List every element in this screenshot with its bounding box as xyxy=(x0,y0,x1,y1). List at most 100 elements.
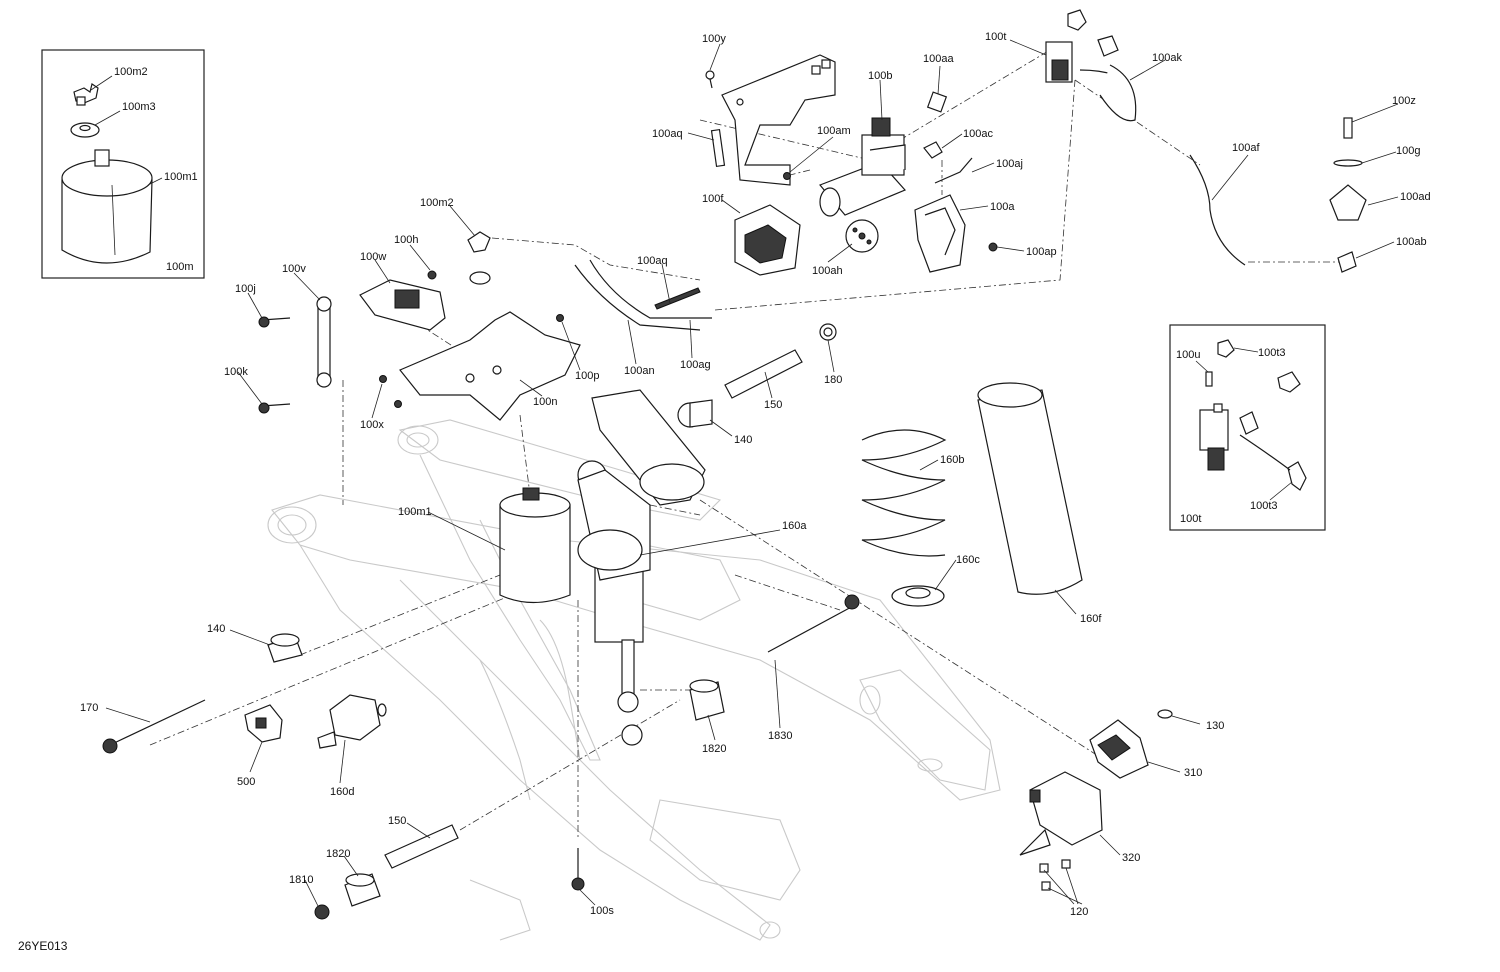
shock-absorber-assembly xyxy=(499,389,706,746)
callout-100w: 100w xyxy=(360,251,386,263)
leader-lines xyxy=(90,39,1399,907)
shock-body-160a xyxy=(577,460,651,746)
clips-120 xyxy=(1039,859,1071,891)
nut-100m3-inset xyxy=(70,122,100,138)
sleeve-100aq-2 xyxy=(654,287,701,310)
sensor-100w xyxy=(359,279,446,331)
bolt-100p xyxy=(556,314,564,322)
inset-box-100m xyxy=(41,49,205,279)
rivet-130 xyxy=(1157,709,1173,719)
bracket-100y xyxy=(721,54,836,186)
assembly-lines xyxy=(149,49,1345,840)
callout-100t: 100t xyxy=(985,31,1006,43)
callout-100am: 100am xyxy=(817,125,851,137)
callout-100j: 100j xyxy=(235,283,256,295)
bolt-100y xyxy=(705,70,715,89)
callout-100af: 100af xyxy=(1232,142,1260,154)
callout-100aj: 100aj xyxy=(996,158,1023,170)
callout-150-top: 150 xyxy=(764,399,782,411)
filter-100ah xyxy=(845,219,879,253)
fitting-100t3-bottom-inset xyxy=(1239,411,1307,491)
bracket-100n xyxy=(399,311,581,421)
callout-100b: 100b xyxy=(868,70,892,82)
elbow-100m2 xyxy=(467,231,491,285)
reservoir-100m1 xyxy=(499,487,571,604)
callout-160a: 160a xyxy=(782,520,807,532)
callout-100g: 100g xyxy=(1396,145,1420,157)
linkage-upper xyxy=(258,231,712,421)
fitting-100aa xyxy=(926,91,948,113)
screw-100u-inset xyxy=(1205,371,1213,387)
bolt-1830 xyxy=(767,594,860,653)
spring-160b xyxy=(861,429,947,557)
callout-100m2-main: 100m2 xyxy=(420,197,454,209)
fitting-100ac xyxy=(923,141,943,159)
valve-body-100t-inset xyxy=(1199,403,1229,471)
callout-100ad: 100ad xyxy=(1400,191,1431,203)
callout-100n: 100n xyxy=(533,396,557,408)
motor-100b xyxy=(819,117,907,217)
fitting-100t3-top-inset xyxy=(1217,339,1301,393)
sleeve-100aq xyxy=(710,128,726,168)
callout-100p: 100p xyxy=(575,370,599,382)
callout-100aa: 100aa xyxy=(923,53,954,65)
callout-160b: 160b xyxy=(940,454,964,466)
sleeve-160f xyxy=(977,382,1083,595)
bracket-320 xyxy=(1019,771,1103,856)
callout-160f: 160f xyxy=(1080,613,1102,625)
bushing-1820-bottom xyxy=(344,873,381,907)
hose-100af xyxy=(1189,154,1246,266)
tube-150-bottom xyxy=(384,824,459,869)
nut-100h xyxy=(427,270,437,280)
bolt-100j xyxy=(258,316,291,328)
callout-160c: 160c xyxy=(956,554,980,566)
callout-100t3-top: 100t3 xyxy=(1258,347,1286,359)
bracket-rods-100an xyxy=(574,259,712,331)
callout-150-bottom: 150 xyxy=(388,815,406,827)
guard-310 xyxy=(1089,719,1149,779)
callout-130: 130 xyxy=(1206,720,1224,732)
elbow-fitting-100m2-inset xyxy=(73,83,99,106)
callout-100ah: 100ah xyxy=(812,265,843,277)
callout-100z: 100z xyxy=(1392,95,1416,107)
callout-100ap: 100ap xyxy=(1026,246,1057,258)
bolt-100k xyxy=(258,402,291,414)
spring-seat-160c xyxy=(891,585,945,607)
callout-1820-right: 1820 xyxy=(702,743,726,755)
callout-100m2: 100m2 xyxy=(114,66,148,78)
bolt-100s xyxy=(571,848,585,891)
callout-labels: 100m2 100m3 100m1 100m 100y 100t 100ak 1… xyxy=(80,31,1431,918)
callout-100x: 100x xyxy=(360,419,384,431)
callout-100y: 100y xyxy=(702,33,726,45)
piggyback-top xyxy=(591,389,706,506)
callout-1810: 1810 xyxy=(289,874,313,886)
callout-100k: 100k xyxy=(224,366,248,378)
cover-100f xyxy=(734,204,801,276)
callout-100ab: 100ab xyxy=(1396,236,1427,248)
bracket-500 xyxy=(244,704,283,743)
callout-120: 120 xyxy=(1070,906,1088,918)
bump-stop-160d xyxy=(317,694,387,749)
fitting-stack-100z-100ab xyxy=(1329,117,1367,273)
callout-310: 310 xyxy=(1184,767,1202,779)
callout-100m1-main: 100m1 xyxy=(398,506,432,518)
callout-100v: 100v xyxy=(282,263,306,275)
callout-170: 170 xyxy=(80,702,98,714)
callout-100h: 100h xyxy=(394,234,418,246)
callout-1820-bottom: 1820 xyxy=(326,848,350,860)
callout-100ac: 100ac xyxy=(963,128,993,140)
screws-100x xyxy=(379,375,402,408)
bushing-180 xyxy=(819,323,837,341)
callout-100u: 100u xyxy=(1176,349,1200,361)
drawing-id: 26YE013 xyxy=(18,939,68,953)
bushing-140-left xyxy=(267,633,303,663)
bracket-100a xyxy=(914,194,966,273)
bolt-170 xyxy=(102,699,206,754)
reservoir-100m1-inset xyxy=(61,149,153,264)
callout-100ak: 100ak xyxy=(1152,52,1182,64)
valve-assembly-100t xyxy=(1045,9,1119,83)
link-arm-100v xyxy=(316,296,332,388)
inset-box-100t xyxy=(1169,324,1326,531)
compressor-assembly xyxy=(705,54,998,276)
